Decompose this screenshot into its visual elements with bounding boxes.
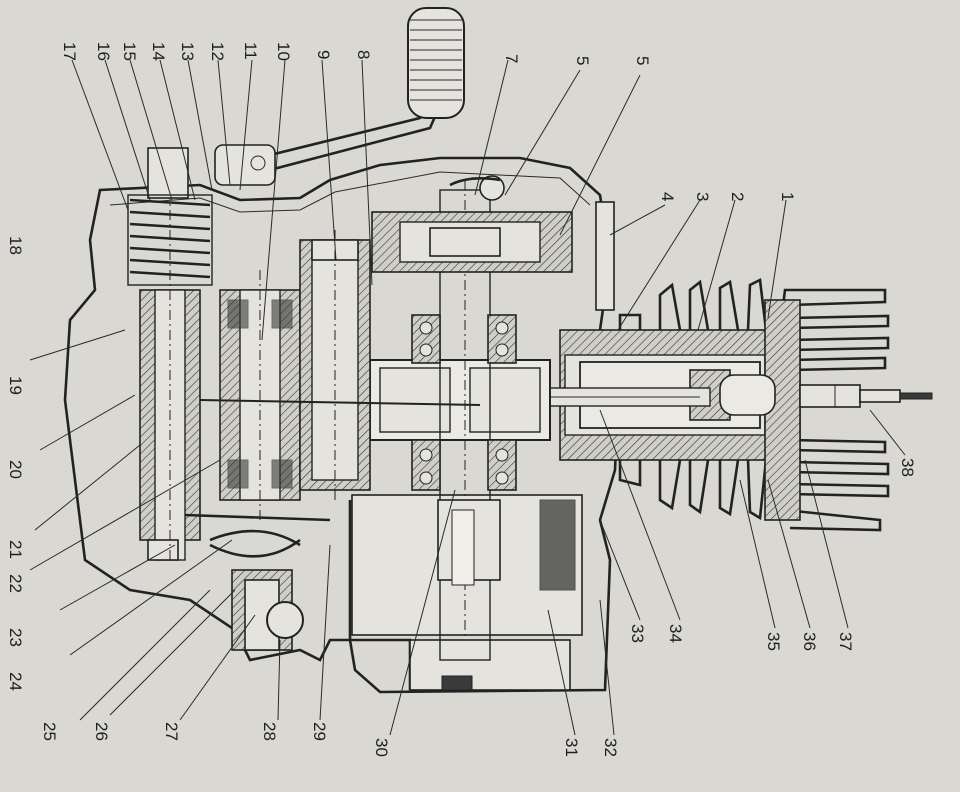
callout-38: 38 — [898, 458, 917, 477]
callout-31: 31 — [562, 738, 581, 757]
kickstart-lever — [214, 7, 465, 186]
callout-28: 28 — [260, 722, 279, 741]
callout-14: 14 — [149, 42, 168, 61]
callout-24: 24 — [6, 672, 25, 691]
callout-5-right: 5 — [633, 56, 652, 65]
callout-13: 13 — [178, 42, 197, 61]
callout-12: 12 — [208, 42, 227, 61]
spark-plug — [799, 384, 933, 408]
callout-16: 16 — [94, 42, 113, 61]
callout-26: 26 — [92, 722, 111, 741]
callout-9: 9 — [314, 50, 333, 59]
callout-18: 18 — [6, 236, 25, 255]
crankshaft-assembly — [369, 180, 576, 661]
output-sprocket — [184, 513, 331, 651]
callout-8: 8 — [354, 50, 373, 59]
callout-27: 27 — [162, 722, 181, 741]
callout-5-left: 5 — [573, 56, 592, 65]
callout-17: 17 — [60, 42, 79, 61]
callout-15: 15 — [120, 42, 139, 61]
callout-11: 11 — [241, 42, 260, 60]
callout-4: 4 — [658, 192, 677, 201]
callout-2: 2 — [728, 192, 747, 201]
connecting-rod — [529, 387, 711, 407]
kickstart-pedal-rubber — [407, 7, 465, 119]
callout-36: 36 — [800, 632, 819, 651]
callout-22: 22 — [6, 574, 25, 593]
kickstart-spring — [127, 147, 213, 286]
leader-lines — [29, 59, 906, 736]
callout-25: 25 — [40, 722, 59, 741]
callout-29: 29 — [310, 722, 329, 741]
callout-labels: 1 2 3 4 5 5 7 8 9 10 11 12 13 14 15 16 1… — [6, 42, 917, 757]
callout-20: 20 — [6, 460, 25, 479]
callout-30: 30 — [372, 738, 391, 757]
callout-23: 23 — [6, 628, 25, 647]
clutch-assembly — [371, 175, 615, 311]
callout-21: 21 — [6, 540, 25, 559]
callout-3: 3 — [693, 192, 712, 201]
callout-33: 33 — [628, 624, 647, 643]
callout-37: 37 — [836, 632, 855, 651]
callout-19: 19 — [6, 376, 25, 395]
callout-34: 34 — [666, 624, 685, 643]
callout-7: 7 — [502, 54, 521, 63]
callout-1: 1 — [778, 192, 797, 201]
callout-35: 35 — [764, 632, 783, 651]
callout-10: 10 — [274, 42, 293, 61]
callout-32: 32 — [601, 738, 620, 757]
